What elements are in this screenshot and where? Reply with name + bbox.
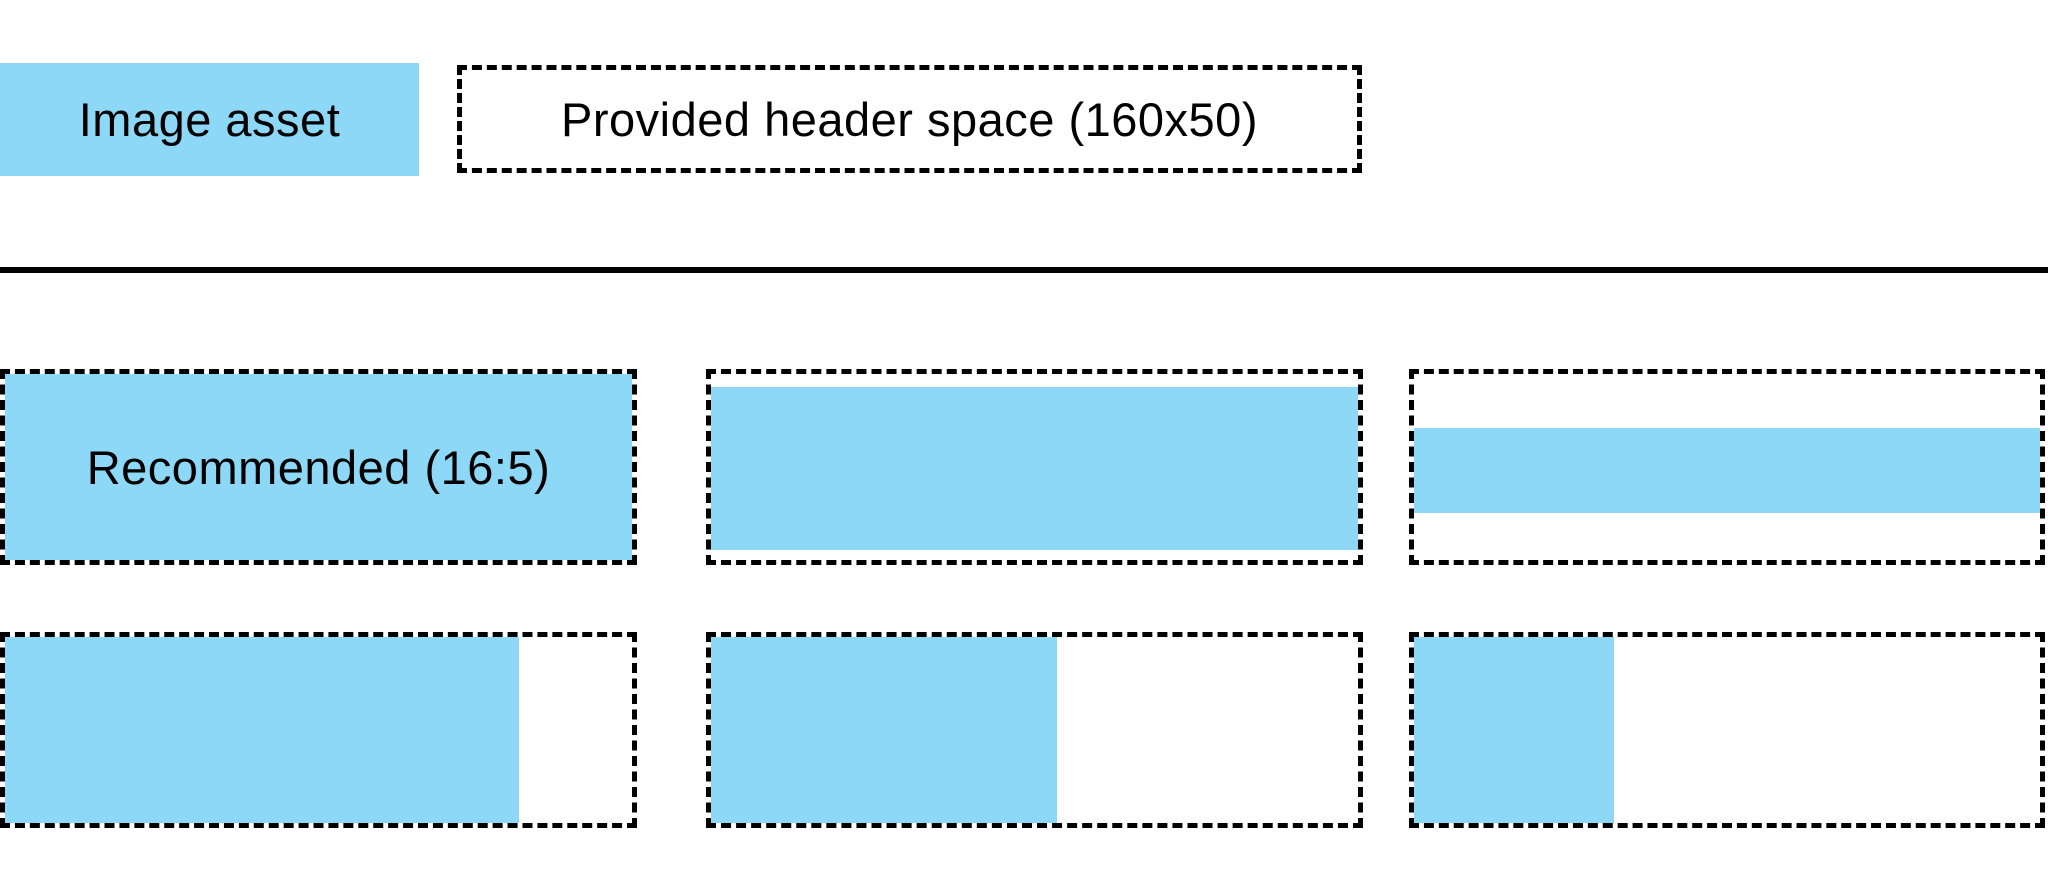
image-asset-fill: [1414, 637, 1615, 823]
image-asset-fill: Recommended (16:5): [5, 374, 632, 560]
example-box-taller-ratio-small-pillarbox: [0, 632, 637, 828]
example-box-tallest-ratio-large-pillarbox: [1409, 632, 2045, 828]
image-asset-fill: [711, 387, 1358, 550]
example-box-wider-ratio-small-letterbox: [706, 369, 1363, 565]
provided-header-space-label: Provided header space (160x50): [561, 92, 1258, 146]
example-box-taller-ratio-medium-pillarbox: [706, 632, 1363, 828]
image-asset-fill: [711, 637, 1058, 823]
example-label: Recommended (16:5): [86, 440, 551, 494]
provided-header-space-box: Provided header space (160x50): [457, 65, 1362, 173]
example-box-widest-ratio-large-letterbox: [1409, 369, 2045, 565]
example-box-recommended-16-5: Recommended (16:5): [0, 369, 637, 565]
section-divider-line: [0, 267, 2048, 273]
image-asset-fill: [1414, 427, 2040, 513]
image-asset-fill: [5, 637, 520, 823]
image-asset-swatch: Image asset: [0, 63, 419, 176]
image-asset-label: Image asset: [78, 93, 341, 146]
